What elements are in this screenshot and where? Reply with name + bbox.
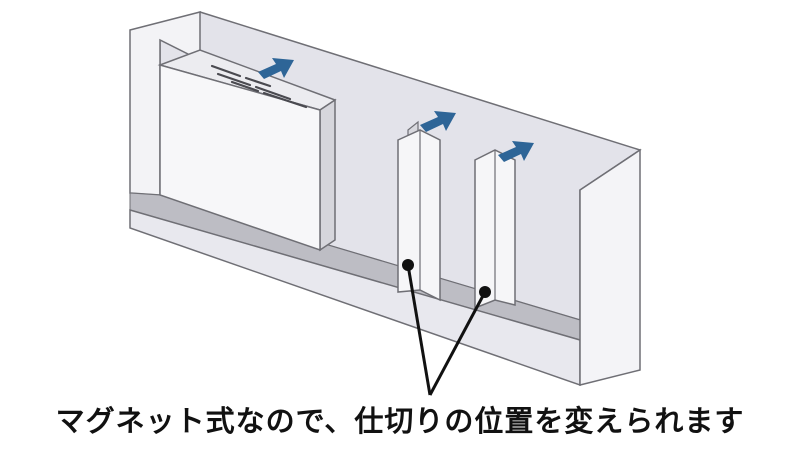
arrow-icon: [498, 141, 534, 162]
arrow-icon: [258, 58, 294, 79]
partition-1: [397, 120, 441, 302]
vent-slots: [210, 64, 308, 109]
caption: マグネット式なので、仕切りの位置を変えられます: [55, 404, 745, 438]
leader-lines: [406, 264, 487, 396]
partition-2: [474, 149, 516, 310]
airflow-arrows: [258, 58, 534, 162]
box-unit: [157, 49, 337, 252]
arrow-icon: [420, 111, 456, 132]
right-end-panel: [579, 148, 641, 386]
